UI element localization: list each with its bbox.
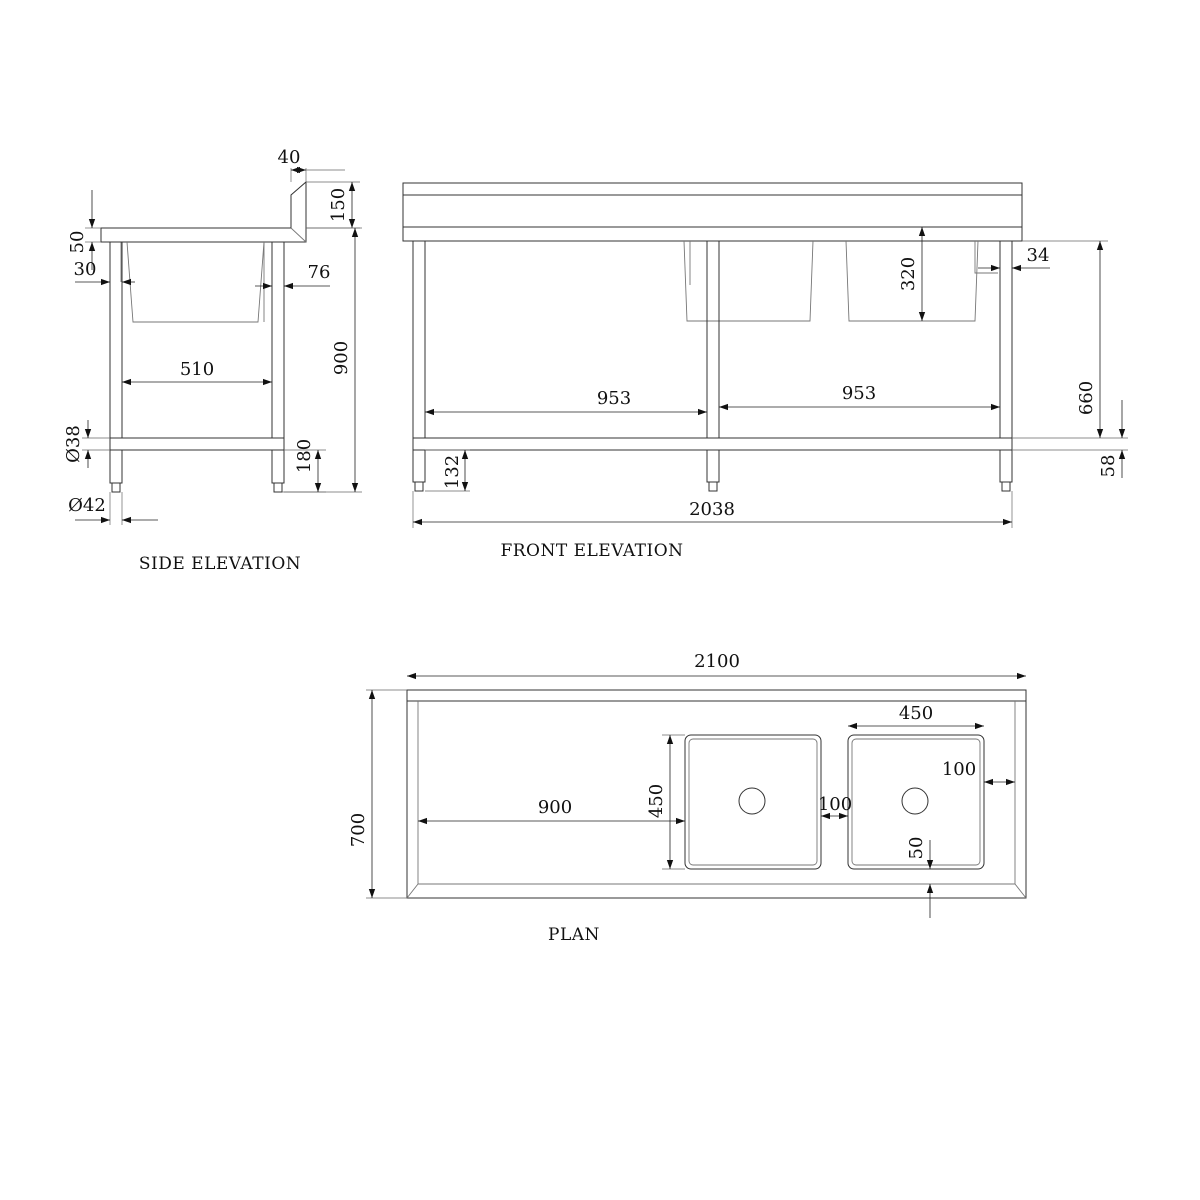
dim-leg-diameter: Ø42 <box>68 495 106 516</box>
dim-leg-span-1: 953 <box>597 388 631 409</box>
plan-title: PLAN <box>548 925 600 945</box>
dim-top-thickness: 50 <box>67 231 88 254</box>
dim-end-gap: 100 <box>942 759 976 780</box>
side-right-foot <box>273 482 283 493</box>
plan-bowl-2-drain <box>901 787 929 815</box>
side-elevation-view: 40 150 50 30 76 510 900 Ø38 <box>63 147 362 574</box>
plan-bowl-2-inner <box>851 738 981 866</box>
dim-height-to-bowl: 660 <box>1076 381 1097 415</box>
front-crossbar-rail <box>412 437 1013 451</box>
dim-front-gap: 50 <box>906 837 927 860</box>
plan-outer-outline <box>406 689 1027 899</box>
front-bowl-2 <box>845 240 979 322</box>
front-top-band <box>402 226 1023 242</box>
dim-front-rail-height: 132 <box>442 455 463 489</box>
dim-overall-height: 900 <box>331 341 352 375</box>
dim-overall-depth: 700 <box>348 813 369 847</box>
front-bowl-1 <box>683 240 814 322</box>
side-left-leg <box>109 241 123 439</box>
dim-leg-offset: 76 <box>308 262 331 283</box>
dim-splash-thickness: 40 <box>278 147 301 168</box>
plan-bowl-1-inner <box>688 738 818 866</box>
side-top-outline <box>100 180 307 243</box>
dim-leg-span-2: 953 <box>842 383 876 404</box>
front-foot-2 <box>708 481 718 492</box>
plan-bowl-1-drain <box>738 787 766 815</box>
dim-bowl-gap: 100 <box>818 794 852 815</box>
front-foot-3 <box>1001 481 1011 492</box>
front-top-edge <box>402 194 1023 228</box>
dim-end-offset: 34 <box>1027 245 1050 266</box>
dim-bowl-width: 450 <box>899 703 933 724</box>
dim-overall-length: 2100 <box>694 651 740 672</box>
front-leg-3 <box>999 240 1013 439</box>
front-elevation-view: 320 34 953 953 660 58 132 2038 FRONT ELE… <box>402 182 1128 561</box>
dim-rail-section: 58 <box>1098 455 1119 478</box>
side-left-leg-lower <box>109 449 123 484</box>
front-elevation-title: FRONT ELEVATION <box>500 541 683 561</box>
side-left-foot <box>111 482 121 493</box>
side-right-leg-lower <box>271 449 285 484</box>
front-leg-2 <box>706 240 720 439</box>
plan-inner-edge <box>417 701 1016 885</box>
plan-bowl-1-outer <box>684 734 822 870</box>
plan-view: 2100 700 450 450 900 100 100 50 PLAN <box>348 651 1027 945</box>
front-splashback <box>402 182 1023 196</box>
dim-splash-height: 150 <box>328 188 349 222</box>
dim-drainboard-length: 900 <box>538 797 572 818</box>
side-elevation-title: SIDE ELEVATION <box>139 554 301 574</box>
side-bowl-outline <box>126 241 265 323</box>
plan-bowl-2-outer <box>847 734 985 870</box>
dim-rail-height: 180 <box>294 439 315 473</box>
front-foot-1 <box>414 481 424 492</box>
dim-leg-span: 510 <box>180 359 214 380</box>
side-crossbar-rail <box>109 437 285 451</box>
dim-rail-diameter: Ø38 <box>63 425 84 463</box>
side-top-inner-line <box>290 227 307 243</box>
side-right-leg <box>271 241 285 439</box>
dim-bowl-depth: 320 <box>898 257 919 291</box>
dim-bowl-length: 450 <box>646 784 667 818</box>
dim-overall-leg-width: 2038 <box>689 499 735 520</box>
front-leg-1 <box>412 240 426 439</box>
dim-bowl-offset: 30 <box>74 259 97 280</box>
